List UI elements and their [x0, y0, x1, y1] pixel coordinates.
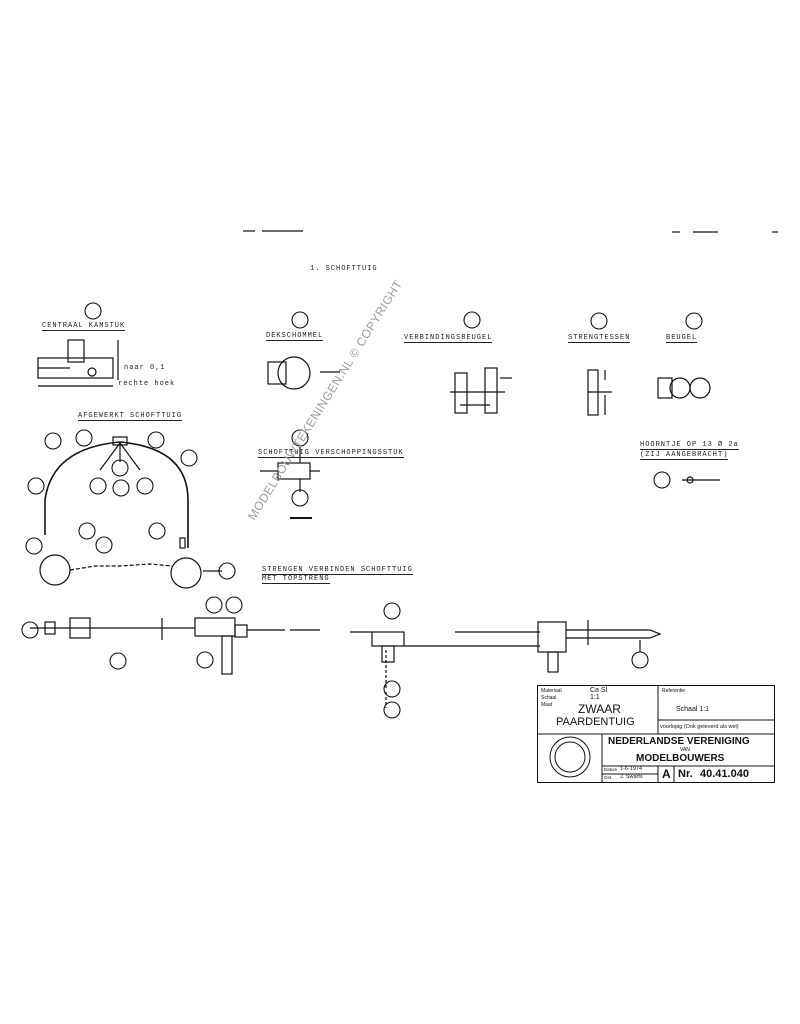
- label-hoorn-note-2: (ZIJ AANGEBRACHT): [640, 451, 729, 460]
- scale-text: Schaal 1:1: [676, 706, 710, 713]
- note-side: rechte hoek: [118, 380, 176, 388]
- material-value: Ca Sl: [590, 687, 608, 694]
- title-block-grid: [538, 686, 774, 782]
- number-value: 40.41.040: [700, 768, 749, 780]
- date-label: Datum: [604, 767, 618, 772]
- drawn-label: Get.: [604, 775, 613, 780]
- subject-line-1: ZWAAR: [578, 702, 621, 716]
- label-verschoppingsstuk: SCHOFTTUIG VERSCHOPPINGSSTUK: [258, 449, 404, 458]
- label-assembled-yoke: AFGEWERKT SCHOFTTUIG: [78, 412, 183, 421]
- label-strengen-1: STRENGEN VERBINDEN SCHOFTTUIG: [262, 566, 413, 575]
- section-label: 1. SCHOFTTUIG: [310, 265, 378, 273]
- material-label: Materiaal: [541, 688, 562, 694]
- org-line-2: VAN: [680, 747, 690, 753]
- note-dimension: naar 0,1: [124, 364, 166, 372]
- label-hoorn-note-1: HOORNTJE OP 13 Ø 2a: [640, 441, 739, 450]
- scale-value: 1:1: [590, 694, 600, 701]
- date-value: 1-6-1974: [620, 766, 643, 772]
- drawn-value: J. Swarts: [620, 774, 643, 780]
- label-beugel: BEUGEL: [666, 334, 698, 343]
- org-line-1: NEDERLANDSE VERENIGING: [608, 736, 750, 747]
- reference-label: Referentie: [662, 688, 686, 694]
- label-strengtessen: STRENGTESSEN: [568, 334, 631, 343]
- label-dekschommel: DEKSCHOMMEL: [266, 332, 324, 341]
- title-block: Materiaal Ca Sl Schaal 1:1 Maat ZWAAR PA…: [537, 685, 775, 783]
- org-line-3: MODELBOUWERS: [636, 753, 725, 764]
- number-label: Nr.: [678, 768, 693, 780]
- subject-line-2: PAARDENTUIG: [556, 716, 635, 728]
- label-centraal-kamstuk: CENTRAAL KAMSTUK: [42, 322, 126, 331]
- note-text: voorlopig (Ook geleverd als wel): [660, 724, 739, 730]
- label-verbindingsbeugel: VERBINDINGSBEUGEL: [404, 334, 493, 343]
- label-strengen-2: MET TOPSTRENG: [262, 575, 330, 584]
- size-letter: A: [662, 767, 671, 781]
- scale-label: Schaal: [541, 695, 557, 701]
- size-label: Maat: [541, 702, 553, 708]
